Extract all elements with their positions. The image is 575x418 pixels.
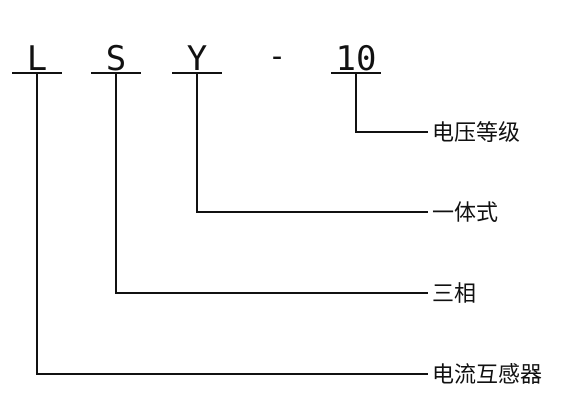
- code-letter-s: S: [106, 39, 126, 79]
- code-letter-y: Y: [187, 39, 207, 79]
- label-integrated-type: 一体式: [432, 201, 498, 226]
- code-separator: -: [268, 39, 286, 74]
- label-three-phase: 三相: [432, 282, 476, 307]
- connector-device: [36, 73, 428, 375]
- connector-phase: [115, 73, 428, 294]
- label-voltage-rating: 电压等级: [432, 121, 520, 146]
- connector-rating: [355, 73, 428, 133]
- connector-structure: [196, 73, 428, 213]
- label-current-transformer: 电流互感器: [432, 363, 542, 388]
- code-letter-l: L: [27, 39, 47, 79]
